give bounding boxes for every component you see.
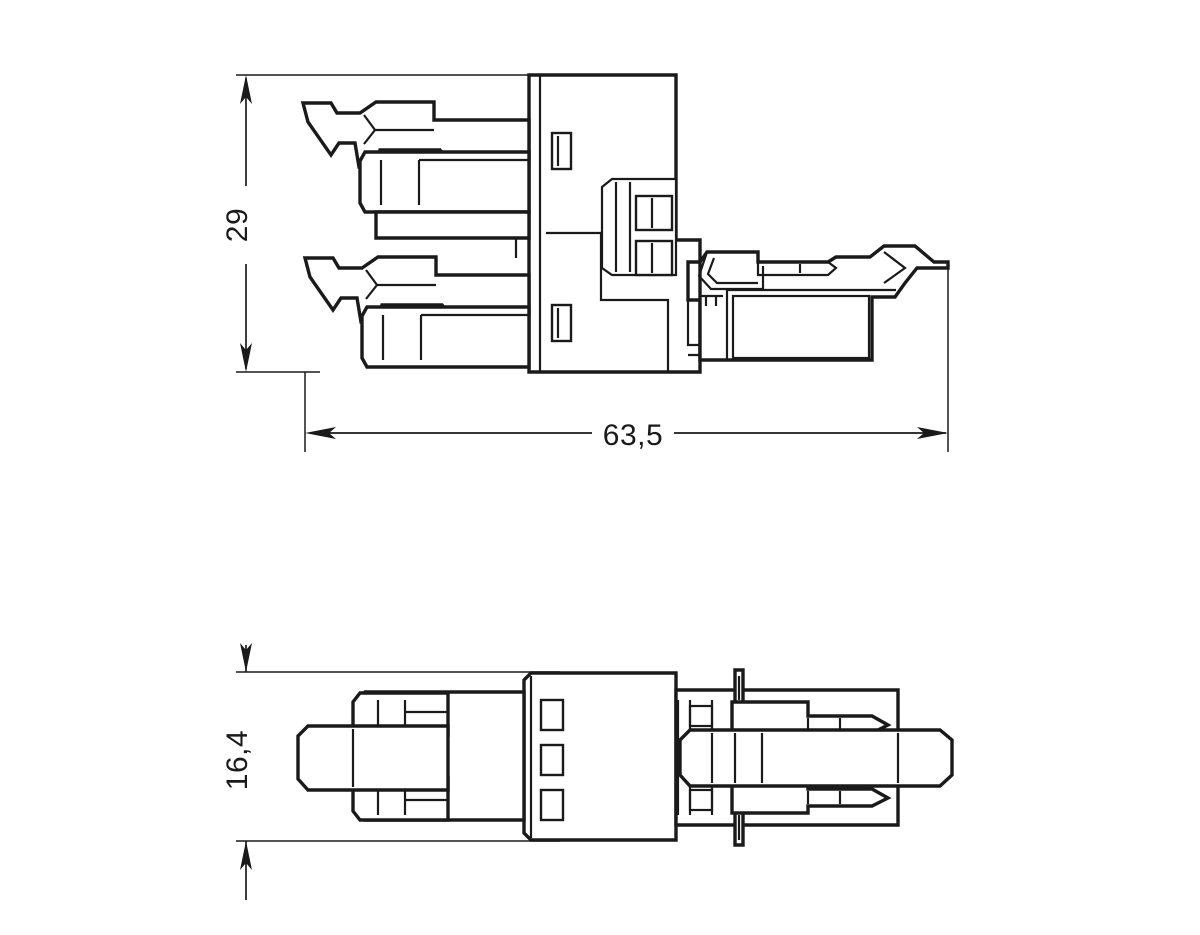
top-right-center-pin (678, 728, 954, 788)
dim-635-arrow-right (917, 427, 948, 439)
side-sleeve-link (514, 238, 531, 258)
top-body-slot-2 (539, 743, 565, 777)
dimension-63-5: 63,5 (305, 415, 948, 453)
side-latch-feet (699, 294, 723, 306)
top-left-center-pin (296, 724, 450, 792)
side-sleeve-upper-inner (379, 158, 529, 205)
side-contact-chamber-lower (634, 239, 674, 277)
side-view-group: 29 63,5 (221, 73, 950, 453)
top-view-extension-lines (236, 671, 560, 842)
top-body-slot-1 (539, 698, 565, 732)
side-sleeve-lower-inner (381, 313, 529, 360)
side-contact-chamber-upper (634, 194, 674, 232)
dimension-label-height-side: 29 (221, 208, 254, 242)
dimension-16-4: 16,4 (221, 643, 254, 900)
side-body-slot-upper (550, 131, 573, 171)
side-sleeve-upper (358, 150, 531, 214)
dim-635-arrow-left (305, 427, 336, 439)
side-latch-arm-inner (706, 257, 758, 285)
top-body-slot-3 (539, 788, 565, 822)
top-view-group: 16,4 (221, 643, 954, 900)
side-body-slot-lower (550, 303, 573, 343)
side-terminal-arm-upper-detail (363, 114, 434, 145)
side-mating-inner-rect (731, 294, 871, 360)
top-right-detail-box-upper (688, 704, 714, 728)
dimension-29: 29 (221, 75, 264, 372)
dim-29-arrow-bottom (240, 343, 252, 372)
side-sleeve-lower (360, 305, 531, 369)
dimension-label-length-side: 63,5 (603, 419, 663, 452)
side-view-extension-lines (236, 74, 949, 452)
side-wedge-detail (686, 300, 702, 357)
side-terminal-arm-lower-detail (365, 269, 436, 300)
dim-29-text-mask (228, 186, 264, 264)
dim-635-text-mask (592, 415, 674, 453)
side-body-inner-step (546, 231, 670, 371)
side-latch-arm (697, 251, 765, 291)
side-chamfer-detail (883, 251, 907, 284)
dim-164-arrow-upper (240, 643, 252, 672)
dimension-label-height-top: 16,4 (221, 730, 254, 790)
side-sleeve-upper-ext (374, 210, 531, 240)
dim-164-arrow-lower (240, 841, 252, 870)
dim-29-arrow-top (240, 75, 252, 104)
side-blade-contact (756, 260, 838, 277)
top-right-detail-box-lower (688, 788, 714, 812)
